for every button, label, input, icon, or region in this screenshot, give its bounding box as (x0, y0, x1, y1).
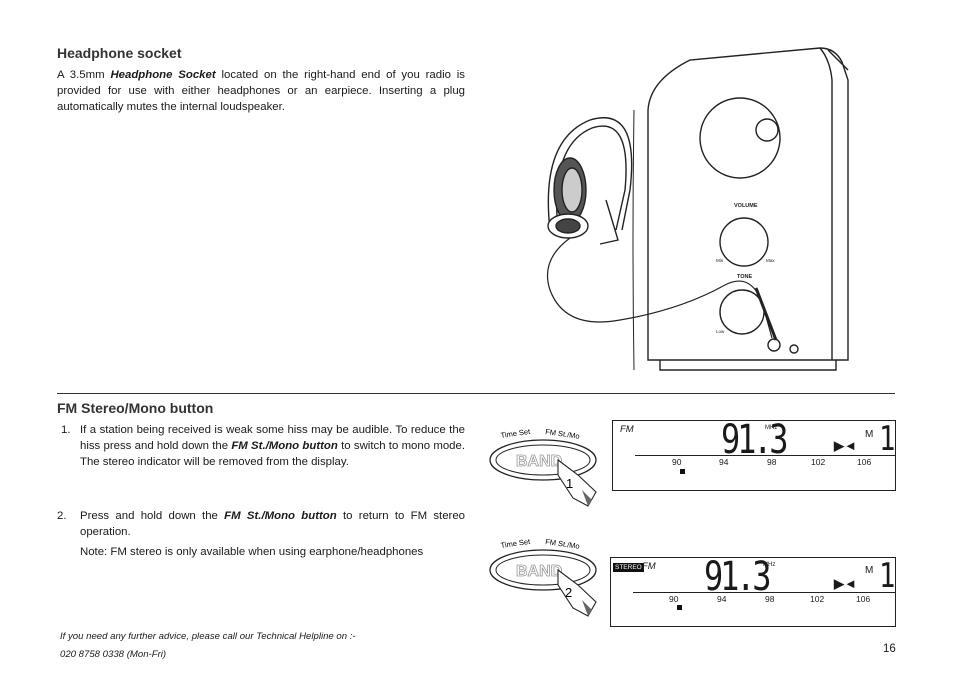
low-label: Low (716, 329, 725, 334)
footer-helpline: If you need any further advice, please c… (60, 628, 356, 664)
memory-label: M (865, 429, 874, 440)
band-button[interactable]: BAND (516, 563, 563, 581)
item-2-text: Press and hold down the FM St./Mono butt… (80, 508, 465, 540)
scale-tick: 94 (717, 594, 727, 604)
preset-number: 1 (879, 556, 895, 596)
item-1-number: 1. (61, 424, 71, 436)
stereo-note: Note: FM stereo is only available when u… (80, 546, 424, 558)
band-button-panel-1: Time Set FM St./Mo BAND 1 (489, 427, 597, 507)
lcd-display-stereo: STEREO FM 91.3 MHz ▶◄ M 1 90 94 98 102 1… (610, 554, 897, 627)
scale-tick: 106 (856, 594, 871, 604)
fm-item-2: 2. Press and hold down the FM St./Mono b… (57, 508, 465, 560)
headphone-text-rest: located on the right-hand end of you rad… (57, 69, 466, 113)
section-divider (57, 393, 895, 394)
preset-number: 1 (879, 419, 895, 459)
scale-tick: 102 (811, 457, 826, 467)
step-2-marker: 2 (565, 585, 572, 600)
headphone-text: A 3.5mm (57, 69, 111, 81)
fm-st-mo-label: FM St./Mo (545, 537, 581, 551)
scale-tick: 94 (719, 457, 729, 467)
tuning-marker (680, 469, 685, 474)
fm-item-1: 1. If a station being received is weak s… (57, 422, 465, 470)
scale-tick: 98 (767, 457, 777, 467)
item-1-pre: If a station being received is weak some… (80, 424, 465, 452)
lcd-display-mono: FM 91.3 MHz ▶◄ M 1 90 94 98 102 106 (612, 417, 897, 491)
footer-phone: 020 8758 0338 (Mon-Fri) (60, 649, 167, 660)
scale-line (633, 592, 895, 593)
time-set-label: Time Set (500, 427, 532, 440)
item-1-post: to switch to mono mode. The stereo indic… (80, 440, 465, 468)
item-2-pre: Press and hold down the (80, 510, 225, 522)
item-2-number: 2. (57, 510, 67, 522)
scale-tick: 98 (765, 594, 775, 604)
memory-label: M (865, 565, 874, 576)
max-label: Max (766, 258, 775, 263)
item-2-button-term: FM St./Mono button (224, 510, 337, 522)
footer-line-1: If you need any further advice, please c… (60, 631, 356, 642)
headphone-socket-term: Headphone Socket (110, 69, 216, 81)
section-heading-fm: FM Stereo/Mono button (57, 400, 214, 416)
fm-mode-label: FM (620, 424, 634, 435)
scale-tick: 90 (672, 457, 682, 467)
page-number: 16 (883, 643, 896, 655)
step-1-marker: 1 (566, 476, 573, 491)
item-1-button-term: FM St./Mono button (231, 440, 338, 452)
scale-tick: 102 (810, 594, 825, 604)
scale-tick: 106 (857, 457, 872, 467)
mhz-unit: MHz (763, 562, 776, 568)
time-set-label: Time Set (500, 537, 532, 550)
tuning-marker (677, 605, 682, 610)
fm-mode-label: FM (642, 561, 656, 572)
radio-headphones-illustration: VOLUME Min Max TONE Low (546, 47, 849, 371)
stereo-indicator: STEREO (613, 563, 644, 572)
item-2-post: to return to FM stereo operation. (80, 510, 466, 538)
tone-label: TONE (737, 274, 753, 280)
bowtie-icon: ▶◄ (834, 576, 857, 591)
bowtie-icon: ▶◄ (834, 438, 857, 453)
scale-tick: 90 (669, 594, 679, 604)
item-1-text: If a station being received is weak some… (80, 422, 465, 470)
mhz-unit: MHz (765, 425, 778, 431)
band-button-panel-2: Time Set FM St./Mo BAND 2 (489, 537, 597, 617)
fm-st-mo-label: FM St./Mo (545, 427, 581, 441)
frequency-scale: 90 94 98 102 106 (613, 457, 897, 471)
headphone-paragraph: A 3.5mm Headphone Socket located on the … (57, 67, 465, 115)
section-heading-headphone: Headphone socket (57, 45, 182, 61)
frequency-scale: 90 94 98 102 106 (611, 594, 897, 608)
scale-line (635, 455, 895, 456)
band-button[interactable]: BAND (516, 453, 563, 471)
volume-label: VOLUME (734, 203, 758, 209)
min-label: Min (716, 258, 724, 263)
